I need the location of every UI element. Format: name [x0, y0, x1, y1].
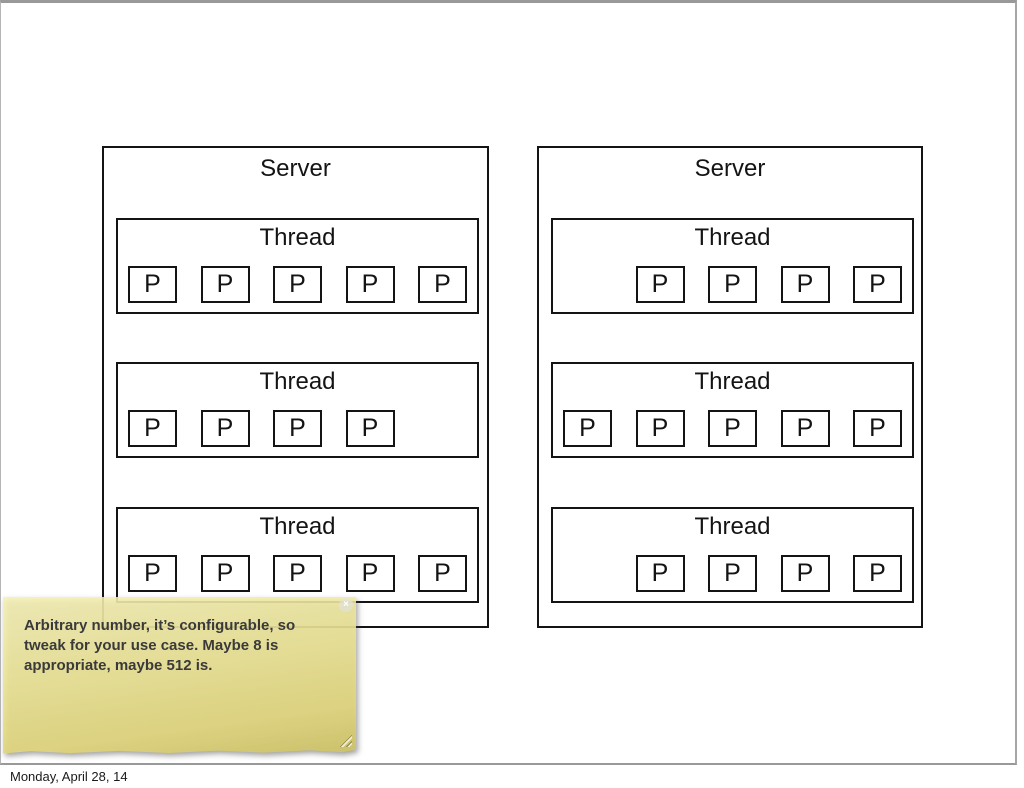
p-box: P	[345, 410, 395, 447]
p-box: P	[200, 410, 250, 447]
thread-title: Thread	[259, 368, 336, 395]
thread-title: Thread	[694, 224, 771, 251]
server-title: Server	[260, 155, 331, 182]
p-box: P	[418, 266, 467, 303]
thread-title: Thread	[694, 368, 771, 395]
sticky-note-text: Arbitrary number, it’s configurable, so …	[24, 617, 296, 674]
p-box: P	[635, 266, 685, 303]
thread-title: Thread	[259, 224, 336, 251]
p-box: P	[128, 266, 177, 303]
slide-date-footer: Monday, April 28, 14	[10, 769, 128, 784]
sticky-note: Arbitrary number, it’s configurable, so …	[3, 597, 356, 757]
p-box: P	[345, 555, 395, 592]
p-box: P	[780, 410, 830, 447]
thread-title: Thread	[259, 513, 336, 540]
p-box: P	[708, 410, 757, 447]
close-icon[interactable]: ×	[339, 598, 353, 612]
p-box: P	[635, 410, 685, 447]
p-box: P	[128, 410, 177, 447]
p-box: P	[273, 555, 322, 592]
p-box: P	[200, 555, 250, 592]
p-box: P	[853, 266, 902, 303]
p-box: P	[853, 410, 902, 447]
p-box: P	[853, 555, 902, 592]
p-box: P	[273, 410, 322, 447]
p-box: P	[128, 555, 177, 592]
p-box: P	[200, 266, 250, 303]
p-box: P	[780, 555, 830, 592]
p-box: P	[345, 266, 395, 303]
p-box: P	[273, 266, 322, 303]
p-box: P	[708, 555, 757, 592]
resize-handle-icon[interactable]	[338, 733, 352, 747]
p-box: P	[563, 410, 612, 447]
p-box: P	[635, 555, 685, 592]
server-title: Server	[694, 155, 766, 182]
sticky-note-paper: Arbitrary number, it’s configurable, so …	[3, 597, 356, 754]
p-box: P	[418, 555, 467, 592]
p-box: P	[708, 266, 757, 303]
p-box: P	[780, 266, 830, 303]
thread-title: Thread	[694, 513, 771, 540]
